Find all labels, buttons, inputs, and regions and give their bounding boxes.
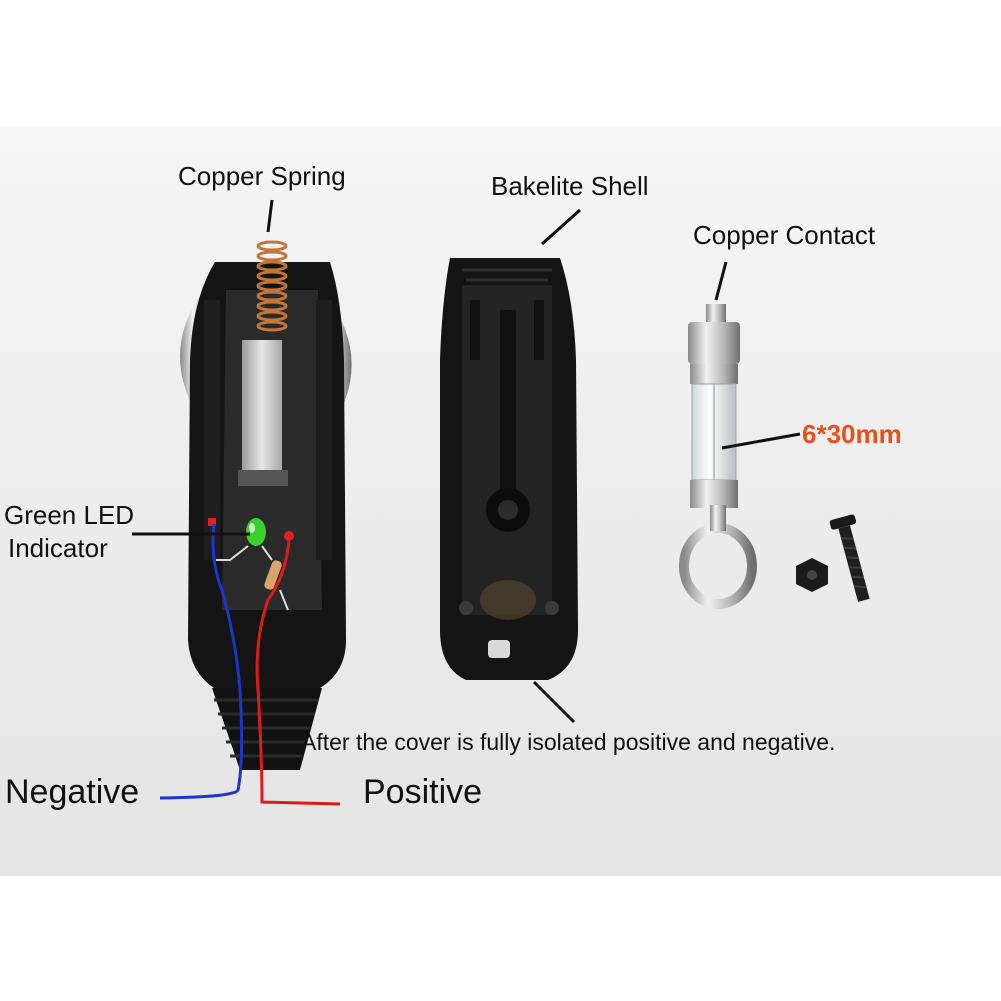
- metal-contact-block: [242, 340, 282, 470]
- negative-wire: [159, 523, 244, 800]
- copper-spring-label: Copper Spring: [178, 161, 346, 191]
- copper-spring-leader: [266, 199, 274, 233]
- green-led-label-line2: Indicator: [8, 533, 108, 563]
- hex-nut: [796, 558, 828, 592]
- copper-contact-leader: [714, 261, 728, 301]
- copper-contact-tip: [706, 304, 726, 324]
- bakelite-shell-leader: [540, 208, 582, 246]
- copper-contact-label: Copper Contact: [693, 220, 876, 250]
- negative-label: Negative: [5, 773, 139, 811]
- bakelite-shell-label: Bakelite Shell: [491, 171, 649, 201]
- cover-note-leader: [532, 680, 576, 724]
- bakelite-shell: [440, 258, 578, 680]
- fuse-assembly: [679, 304, 757, 609]
- copper-spring: [256, 240, 288, 332]
- screw: [829, 514, 870, 602]
- green-led: [246, 518, 266, 546]
- positive-wire: [255, 539, 341, 806]
- positive-label: Positive: [363, 773, 482, 811]
- resistor: [264, 560, 282, 590]
- green-led-label-line1: Green LED: [4, 500, 134, 530]
- cover-note-label: After the cover is fully isolated positi…: [301, 729, 835, 755]
- fuse-size-label: 6*30mm: [802, 419, 902, 449]
- fuse-size-leader: [721, 432, 801, 450]
